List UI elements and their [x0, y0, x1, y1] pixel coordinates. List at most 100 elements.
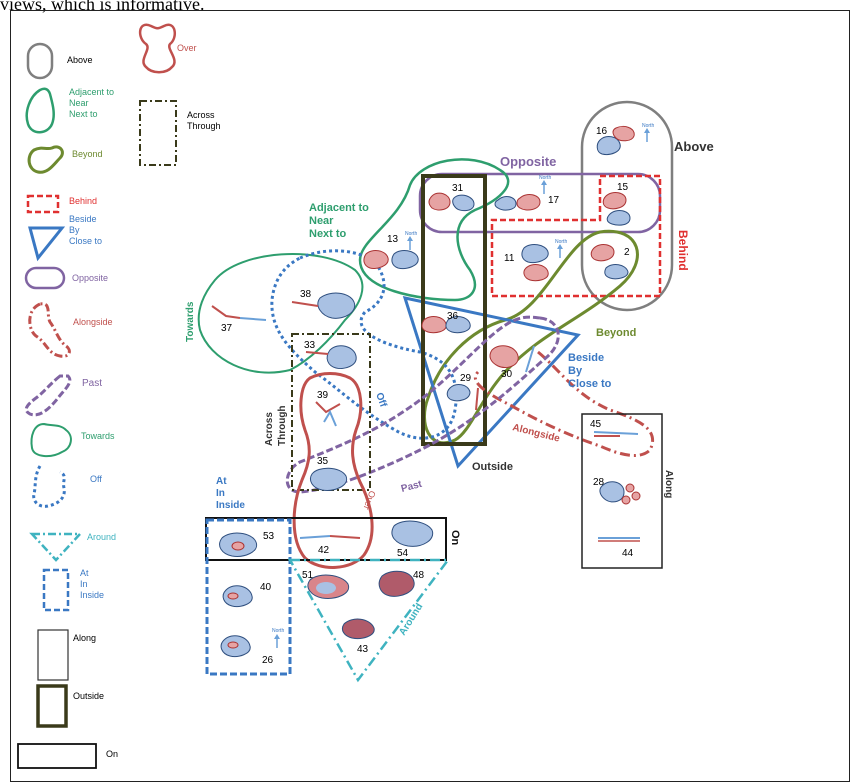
legend-beside-line1: Beside — [69, 214, 97, 224]
stone-shape — [445, 316, 471, 334]
legend-opposite-label: Opposite — [72, 273, 108, 283]
stone-shape — [341, 618, 375, 639]
stone-shape — [391, 520, 434, 547]
region-off — [270, 249, 458, 440]
stone-line — [525, 345, 535, 373]
legend-beyond-symbol — [27, 145, 64, 174]
stone-number: 44 — [622, 548, 634, 559]
legend-at-line2: In — [80, 579, 88, 589]
stone-shape — [489, 345, 519, 369]
legend-above-label: Above — [67, 55, 93, 65]
label-across-2: Through — [277, 405, 288, 446]
stone-shape — [317, 292, 356, 319]
legend-past-label: Past — [82, 378, 102, 389]
stone-shape — [326, 345, 357, 369]
legend-adjacent-line1: Adjacent to — [69, 87, 114, 97]
label-at-2: In — [216, 488, 225, 499]
stone-shape — [227, 592, 239, 600]
stone-number: 11 — [504, 253, 515, 264]
stone-number: 42 — [318, 545, 330, 556]
legend: Above Over Adjacent to Near Next to Acro… — [17, 23, 221, 769]
stone-shape — [612, 125, 635, 142]
stone-shape — [421, 316, 447, 334]
label-behind: Behind — [676, 230, 690, 271]
stone-line — [305, 351, 329, 355]
stone-number: 53 — [263, 531, 275, 542]
label-along: Along — [663, 470, 674, 498]
stone-number: 39 — [317, 390, 329, 401]
map — [197, 100, 674, 683]
legend-past-symbol — [24, 374, 72, 417]
north-label: North — [555, 239, 567, 245]
stone-number: 15 — [617, 182, 629, 193]
legend-adjacent-line2: Near — [69, 98, 89, 108]
legend-alongside-symbol — [28, 302, 71, 358]
stone-number: 33 — [304, 340, 316, 351]
legend-outside-label: Outside — [73, 691, 104, 701]
label-across-1: Across — [264, 412, 275, 446]
stone-shape — [606, 210, 631, 226]
stone-line — [291, 301, 319, 307]
region-behind — [490, 174, 662, 298]
label-beside-2: By — [568, 365, 583, 377]
legend-off-symbol — [32, 465, 66, 508]
region-beyond — [423, 229, 639, 445]
legend-alongside-label: Alongside — [73, 317, 113, 327]
legend-opposite-symbol — [24, 266, 66, 290]
legend-over-label: Over — [177, 43, 197, 53]
stone-number: 40 — [260, 582, 272, 593]
legend-across-line1: Across — [187, 110, 215, 120]
label-beyond: Beyond — [596, 327, 636, 339]
stone-shape — [428, 192, 451, 211]
region-outside — [421, 174, 487, 446]
stone-shape — [378, 570, 415, 597]
stone-shape — [596, 136, 621, 155]
stone-shape — [452, 194, 475, 212]
label-towards: Towards — [185, 301, 196, 342]
stone-number: 43 — [357, 644, 369, 655]
stone-line — [239, 317, 267, 321]
label-at-1: At — [216, 476, 227, 487]
label-on: On — [449, 530, 461, 546]
north-label: North — [642, 123, 654, 129]
stone-shape — [599, 481, 625, 503]
stone-shape — [621, 495, 631, 505]
label-opposite: Opposite — [500, 154, 556, 169]
north-arrow-icon: North — [555, 239, 567, 258]
legend-beside-symbol — [28, 226, 66, 262]
legend-over-symbol — [138, 23, 177, 74]
label-above: Above — [674, 139, 714, 154]
stone-number: 29 — [460, 373, 472, 384]
stone-number: 38 — [300, 289, 312, 300]
region-past — [285, 315, 560, 494]
stone-shape — [363, 250, 389, 269]
stone-shape — [227, 641, 239, 649]
stone-number: 35 — [317, 456, 329, 467]
legend-beside-line2: By — [69, 225, 80, 235]
label-adjacent-2: Near — [309, 215, 334, 227]
stone-number: 36 — [447, 311, 459, 322]
region-over — [292, 372, 374, 569]
stone-number: 30 — [501, 369, 513, 380]
stone-number: 26 — [262, 655, 274, 666]
stone-number: 48 — [413, 570, 425, 581]
label-off: Off — [373, 391, 389, 409]
legend-behind-symbol — [26, 194, 60, 214]
stone-shape — [523, 264, 549, 282]
legend-adjacent-symbol — [25, 87, 55, 134]
stone-number: 16 — [596, 126, 608, 137]
stone-number: 54 — [397, 548, 409, 559]
stone-shape — [625, 483, 635, 493]
region-above — [580, 100, 674, 312]
north-arrow-icon: North — [405, 231, 417, 250]
stone-shape — [231, 541, 245, 551]
stone-line — [593, 431, 639, 435]
label-adjacent-1: Adjacent to — [309, 202, 369, 214]
stone-shape — [516, 194, 541, 211]
stone-shape — [631, 491, 641, 501]
stone-shape — [446, 384, 471, 402]
legend-along-label: Along — [73, 633, 96, 643]
region-adjacent — [358, 158, 510, 302]
stone-shape — [521, 244, 549, 263]
stone-number: 37 — [221, 323, 233, 334]
